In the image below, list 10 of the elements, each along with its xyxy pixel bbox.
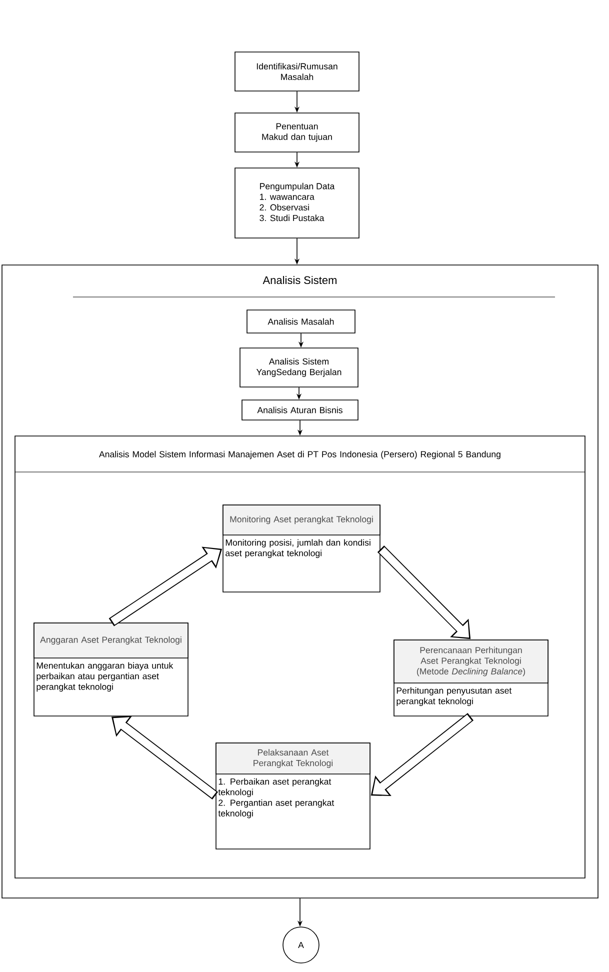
card: Pelaksanaan Aset Perangkat Teknologi 1. Perbaikan aset perangkat teknologi 2. Pergantian aset perangkat teknologi [216,742,370,850]
process-box: Analisis Sistem YangSedang Berjalan [240,348,358,388]
card: Monitoring Aset perangkat Teknologi Monitoring posisi, jumlah dan kondisi aset perangkat teknologi [222,504,380,592]
process-box: Analisis Masalah [246,310,356,334]
process-box: Pengumpulan Data 1. wawancara 2. Observasi 3. Studi Pustaka [234,168,360,238]
process-box: Analisis Aturan Bisnis [242,400,358,420]
card: Perencanaan Perhitungan Aset Perangkat Teknologi (Metode Declining Balance) Perhitungan penyusutan aset perangkat teknologi [394,640,548,716]
card: Anggaran Aset Perangkat Teknologi Menentukan anggaran biaya untuk perbaikan atau pergantian aset perangkat teknologi [34,622,188,716]
process-box: Penentuan Makud dan tujuan [234,112,360,152]
process-box: Identifikasi/Rumusan Masalah [234,52,360,92]
